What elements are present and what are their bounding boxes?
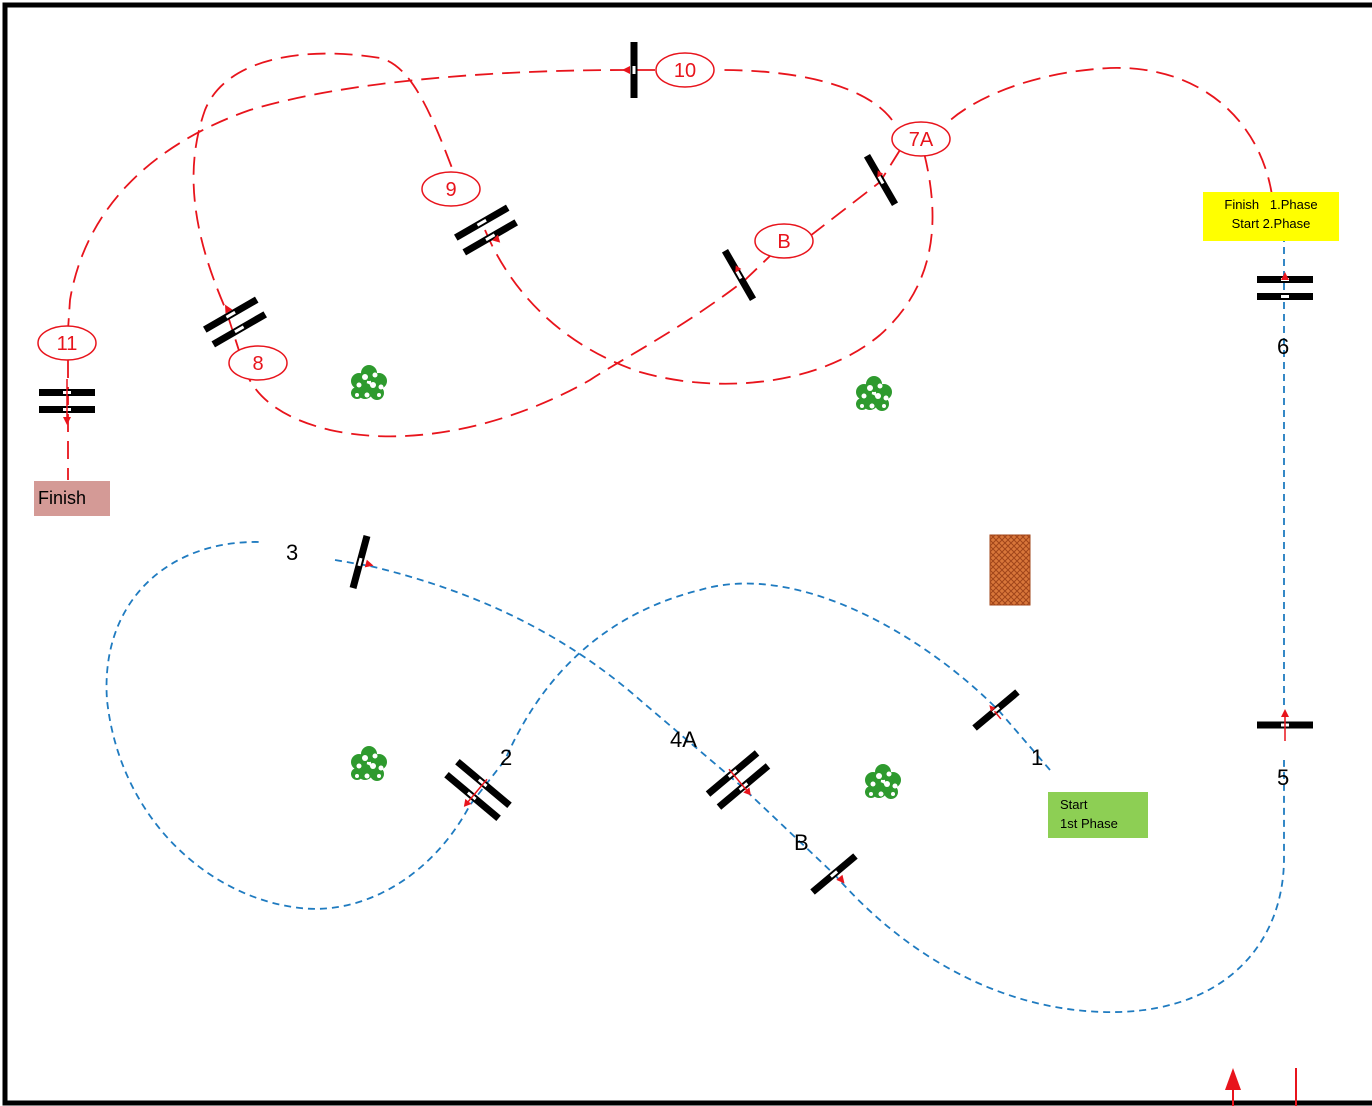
bush-icon xyxy=(856,376,892,411)
fence-9 xyxy=(454,204,518,256)
start-box: Start 1st Phase xyxy=(1048,792,1148,838)
label-fence-6: 6 xyxy=(1277,334,1289,359)
finish-box: Finish xyxy=(34,481,110,516)
label-fence-2b: B xyxy=(754,223,814,259)
label-fence-4a: 4A xyxy=(670,727,697,752)
transition-box: Finish 1.Phase Start 2.Phase xyxy=(1203,192,1339,241)
svg-text:8: 8 xyxy=(252,353,263,375)
svg-text:10: 10 xyxy=(674,60,696,82)
start-box-line1: Start xyxy=(1060,797,1088,812)
entry-arrow-icon xyxy=(1225,1068,1241,1106)
fence-5 xyxy=(1257,709,1313,741)
transition-box-line1: Finish 1.Phase xyxy=(1224,197,1317,212)
svg-text:7A: 7A xyxy=(909,129,934,151)
fence-6 xyxy=(1257,272,1313,300)
label-fence-11: 11 xyxy=(37,325,97,361)
phase2-path xyxy=(67,52,1273,480)
svg-text:B: B xyxy=(777,231,790,253)
label-fence-8: 8 xyxy=(228,345,288,381)
water-obstacle-icon xyxy=(989,534,1031,606)
fence-1 xyxy=(972,689,1020,731)
label-fence-1: 1 xyxy=(1031,745,1043,770)
label-fence-7a: 7A xyxy=(891,121,951,157)
bush-icon xyxy=(865,764,901,799)
label-fence-5: 5 xyxy=(1277,765,1289,790)
transition-box-line2: Start 2.Phase xyxy=(1232,216,1311,231)
phase1-path xyxy=(105,240,1285,1013)
fence-2b xyxy=(721,249,757,301)
fence-1b xyxy=(810,853,858,895)
label-fence-10: 10 xyxy=(655,52,715,88)
bush-icon xyxy=(351,746,387,781)
fence-2 xyxy=(444,758,512,822)
fence-4a xyxy=(705,750,771,810)
svg-text:9: 9 xyxy=(445,179,456,201)
label-fence-1b: B xyxy=(794,830,809,855)
label-fence-9: 9 xyxy=(421,171,481,207)
svg-text:11: 11 xyxy=(57,333,78,355)
finish-box-label: Finish xyxy=(38,488,86,508)
bush-icon xyxy=(351,365,387,400)
fence-3 xyxy=(349,535,374,589)
label-fence-2: 2 xyxy=(500,745,512,770)
fence-11 xyxy=(39,379,95,425)
label-fence-3: 3 xyxy=(286,540,298,565)
fence-10 xyxy=(622,42,638,98)
start-box-line2: 1st Phase xyxy=(1060,816,1118,831)
fence-8 xyxy=(203,296,267,348)
fence-7a xyxy=(863,154,899,206)
